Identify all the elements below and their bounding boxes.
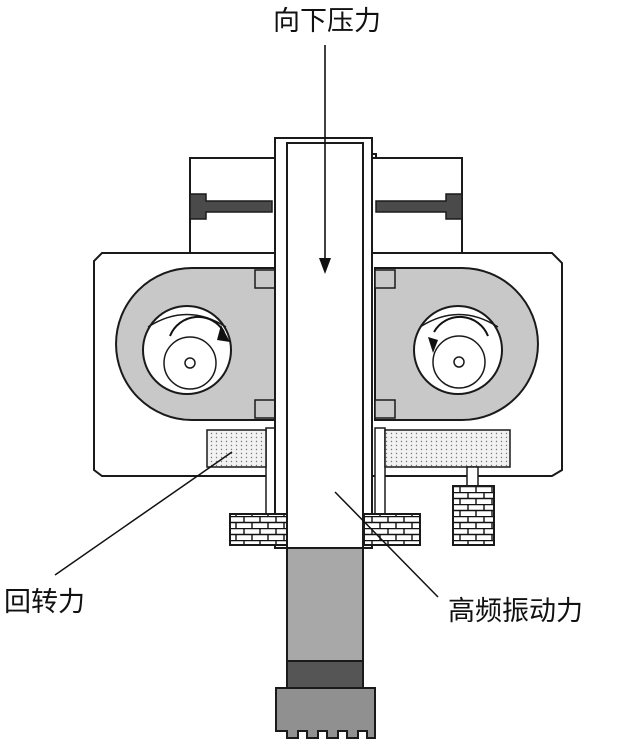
leader-line-rotary — [54, 451, 233, 576]
label-vibration-force: 高频振动力 — [448, 596, 583, 627]
drill-collar — [286, 660, 364, 689]
drill-bit — [275, 687, 376, 739]
leader-line-vibration — [334, 491, 439, 598]
counterweight-right — [452, 466, 495, 546]
drill-pipe — [286, 547, 364, 662]
guide-sleeve-right — [374, 427, 386, 521]
brick-block-center-right — [363, 513, 421, 546]
central-shaft — [274, 137, 377, 549]
damper-right — [384, 429, 511, 468]
eccentric-left — [115, 267, 278, 421]
label-downward-force: 向下压力 — [273, 6, 381, 37]
connecting-rod-left — [189, 193, 273, 220]
brick-block-left — [229, 513, 288, 546]
downward-force-arrow — [319, 45, 331, 274]
label-rotary-force: 回转力 — [4, 587, 85, 618]
eccentric-right — [374, 267, 539, 421]
damper-left — [206, 429, 267, 468]
connecting-rod-right — [375, 193, 463, 220]
